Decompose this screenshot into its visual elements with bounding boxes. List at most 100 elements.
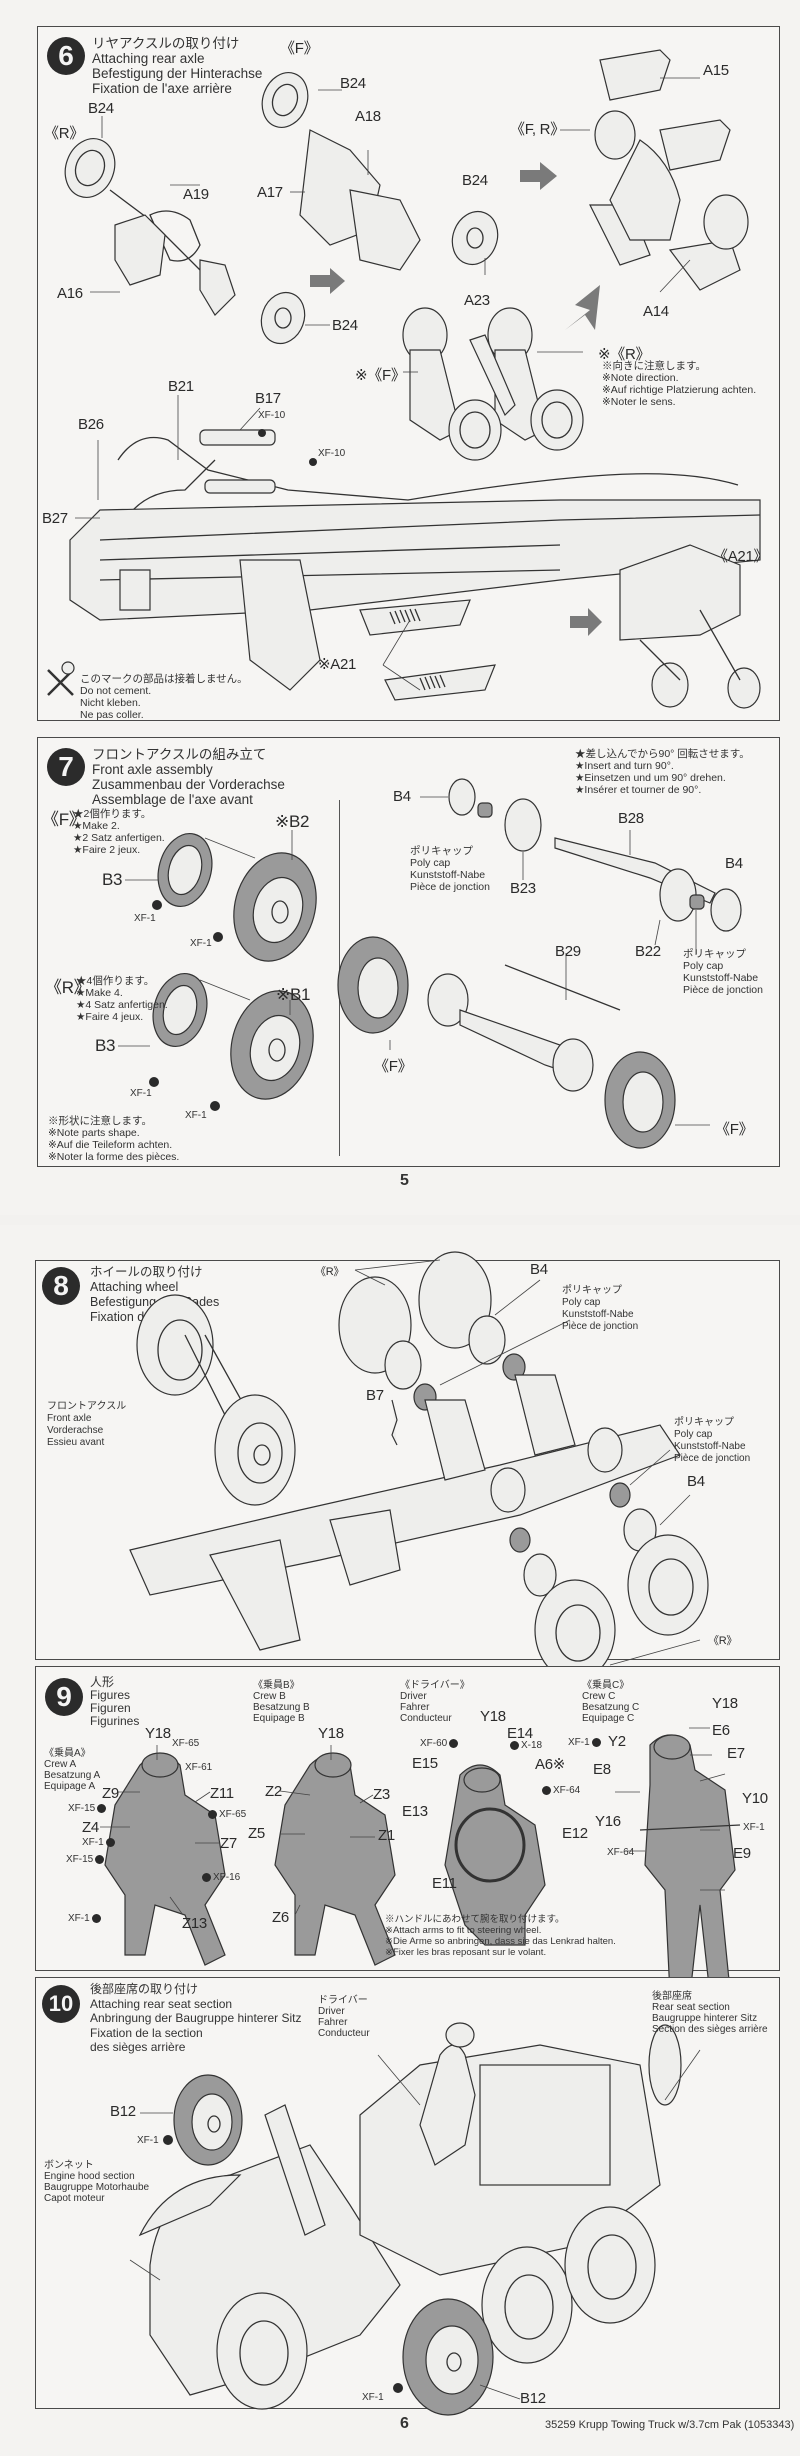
label-b2: ※B2 <box>275 812 310 831</box>
label-crew-c-y18: Y18 <box>712 1695 738 1712</box>
label-crew-a-y18: Y18 <box>145 1725 171 1742</box>
label-b4-top: B4 <box>530 1261 548 1278</box>
label-driver-e12: E12 <box>562 1825 588 1842</box>
label-crew-b-z5: Z5 <box>248 1825 265 1842</box>
label-driver-e13: E13 <box>402 1803 428 1820</box>
label-crew-a-z11: Z11 <box>210 1785 234 1802</box>
driver-arm-note: ※ハンドルにあわせて腕を取り付けます。※Attach arms to fit t… <box>385 1914 616 1958</box>
label-b12-top: B12 <box>110 2103 136 2120</box>
label-crew-a-z7: Z7 <box>220 1835 237 1852</box>
paint-xf1-lower: XF-1 <box>362 2392 384 2403</box>
step-8-artwork <box>129 1251 709 1681</box>
label-a23: A23 <box>464 292 490 309</box>
step-10-artwork <box>129 2022 701 2416</box>
page-number-6: 6 <box>400 2415 409 2432</box>
paint-crew-a-xf15-a: XF-15 <box>68 1803 108 1814</box>
label-f-note: ※《F》 <box>355 367 406 384</box>
label-b17: B17 <box>255 390 281 407</box>
label-a17: A17 <box>257 184 283 201</box>
paint-xf10-b: XF-10 <box>318 448 346 459</box>
label-b24-low: B24 <box>332 317 358 334</box>
no-cement-note: このマークの部品は接着しません。Do not cement.Nicht kleb… <box>80 673 248 721</box>
label-crew-b-y18: Y18 <box>318 1725 344 1742</box>
label-driver-e11: E11 <box>432 1875 457 1892</box>
label-crew-c-e6: E6 <box>712 1722 730 1739</box>
paint-crew-a-xf65-b: XF-65 <box>206 1809 246 1820</box>
paint-crew-c-xf1-a: XF-1 <box>568 1737 603 1748</box>
paint-xf1-b: XF-1 <box>190 938 212 949</box>
label-crew-c-y10: Y10 <box>742 1790 768 1807</box>
shape-note: ※形状に注意します。※Note parts shape.※Auf die Tei… <box>48 1115 180 1163</box>
paint-xf1-c: XF-1 <box>130 1088 152 1099</box>
label-b21: B21 <box>168 378 194 395</box>
step-8-number: 8 <box>42 1267 80 1305</box>
label-crew-b-z6: Z6 <box>272 1909 289 1926</box>
label-crew-b-z3: Z3 <box>373 1786 390 1803</box>
paint-crew-a-xf65-a: XF-65 <box>172 1738 200 1749</box>
label-front-tag: 《F》 <box>42 810 86 829</box>
insert-note: ★差し込んでから90° 回転させます。★Insert and turn 90°.… <box>575 748 750 796</box>
paint-drop-xf10-a <box>258 429 266 437</box>
label-b4-a: B4 <box>393 788 411 805</box>
hub-disc-r <box>64 138 116 198</box>
label-r-bottom: 《R》 <box>708 1635 738 1647</box>
label-a21-view: 《A21》 <box>713 548 769 565</box>
label-r-top: 《R》 <box>315 1266 345 1278</box>
label-b28: B28 <box>618 810 644 827</box>
step-7-number: 7 <box>47 748 85 786</box>
label-b27: B27 <box>42 510 68 527</box>
label-driver-y18: Y18 <box>480 1708 506 1725</box>
label-a15: A15 <box>703 62 729 79</box>
paint-crew-c-xf1-b: XF-1 <box>743 1822 765 1833</box>
label-crew-a-z4: Z4 <box>82 1819 99 1836</box>
label-a21: ※A21 <box>318 656 357 673</box>
label-b1: ※B1 <box>276 985 311 1004</box>
label-crew-c-e7: E7 <box>727 1745 745 1762</box>
step-6-artwork <box>47 49 761 709</box>
paint-crew-a-xf61: XF-61 <box>185 1762 213 1773</box>
label-driver-e15: E15 <box>412 1755 438 1772</box>
paint-driver-xf60: XF-60 <box>420 1738 460 1749</box>
label-b24-f: B24 <box>340 75 366 92</box>
label-driver-a6: A6※ <box>535 1756 566 1773</box>
exhaust-pipe <box>117 436 739 501</box>
label-b7: B7 <box>366 1387 384 1404</box>
paint-driver-x18: X-18 <box>508 1740 542 1751</box>
page-number-5: 5 <box>400 1172 409 1189</box>
label-b4-b: B4 <box>725 855 743 872</box>
front-make-note: ★2個作ります。★Make 2.★2 Satz anfertigen.★Fair… <box>73 808 165 856</box>
step-10-number: 10 <box>42 1985 80 2023</box>
label-b4-right: B4 <box>687 1473 705 1490</box>
label-b29: B29 <box>555 943 581 960</box>
label-r: 《R》 <box>44 125 84 142</box>
paint-crew-c-xf64: XF-64 <box>607 1847 635 1858</box>
label-crew-a-z13: Z13 <box>182 1915 207 1932</box>
label-crew-c-y2: Y2 <box>608 1733 626 1750</box>
label-crew-c-e9: E9 <box>733 1845 751 1862</box>
paint-xf1-a: XF-1 <box>134 913 156 924</box>
label-f: 《F》 <box>280 40 319 57</box>
label-b12-lower: B12 <box>520 2390 546 2407</box>
paint-crew-a-xf1-b: XF-1 <box>68 1913 103 1924</box>
step-9-number: 9 <box>45 1678 83 1716</box>
paint-crew-a-xf15-b: XF-15 <box>66 1854 106 1865</box>
hub-disc-f <box>261 72 309 128</box>
label-b23: B23 <box>510 880 536 897</box>
label-a16: A16 <box>57 285 83 302</box>
label-a14: A14 <box>643 303 669 320</box>
paint-xf1-d: XF-1 <box>185 1110 207 1121</box>
label-b3-front: B3 <box>102 870 123 889</box>
